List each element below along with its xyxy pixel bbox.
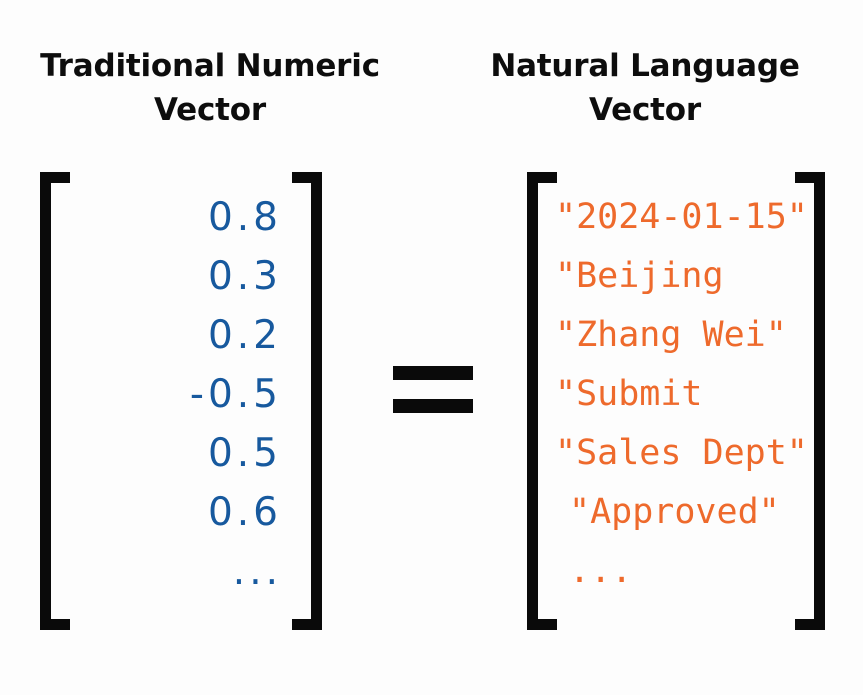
numeric-value-row: 0.6 <box>207 490 282 535</box>
left-square-bracket-close-icon <box>292 172 322 630</box>
language-value-row: "Sales Dept" <box>555 433 808 473</box>
numeric-value-row: 0.5 <box>207 431 282 476</box>
language-value-ellipsis: ... <box>569 551 633 591</box>
language-vector-values: "2024-01-15" "Beijing "Zhang Wei" "Submi… <box>555 188 811 614</box>
language-vector-matrix: "2024-01-15" "Beijing "Zhang Wei" "Submi… <box>527 172 825 630</box>
right-square-bracket-close-icon <box>795 172 825 630</box>
language-value-row: "Submit <box>555 374 703 414</box>
numeric-vector-matrix: 0.8 0.3 0.2 -0.5 0.5 0.6 ... <box>40 172 322 630</box>
numeric-vector-values: 0.8 0.3 0.2 -0.5 0.5 0.6 ... <box>74 188 288 614</box>
numeric-value-row: 0.8 <box>207 195 282 240</box>
equals-bar-top <box>393 366 473 380</box>
language-value-row: "Beijing <box>555 256 724 296</box>
numeric-value-row: 0.2 <box>207 313 282 358</box>
right-panel-title: Natural Language Vector <box>490 48 800 128</box>
right-square-bracket-open-icon <box>527 172 557 630</box>
language-value-row: "Approved" <box>569 492 780 532</box>
numeric-value-row: -0.5 <box>189 372 282 417</box>
equals-sign <box>393 366 473 416</box>
equals-bar-bottom <box>393 399 473 413</box>
left-square-bracket-open-icon <box>40 172 70 630</box>
numeric-value-ellipsis: ... <box>232 549 282 594</box>
numeric-value-row: 0.3 <box>207 254 282 299</box>
language-value-row: "2024-01-15" <box>555 197 808 237</box>
left-panel-title: Traditional Numeric Vector <box>40 48 380 128</box>
language-value-row: "Zhang Wei" <box>555 315 787 355</box>
